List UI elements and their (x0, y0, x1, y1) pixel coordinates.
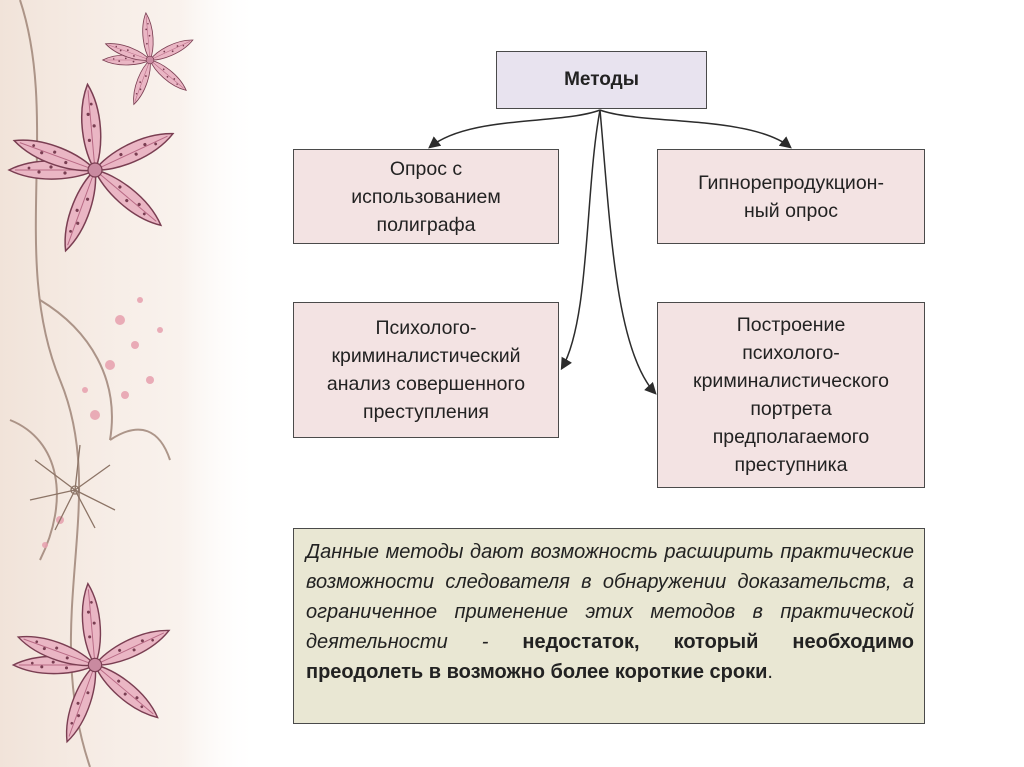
arrow-to-analysis (560, 109, 601, 371)
conclusion-note: Данные методы дают возможность расширить… (293, 528, 925, 724)
seed-flower (29, 444, 116, 531)
arrow-to-polygraph (428, 109, 601, 149)
note-bold-text-b: преодолеть в возможно более короткие сро… (306, 661, 768, 683)
psych-forensic-portrait-box: Построение психолого- криминалистическог… (657, 302, 925, 488)
note-bold-text-a: недостаток, который необходимо (522, 631, 914, 653)
arrow-to-hypno (599, 109, 792, 149)
arrow-to-portrait (599, 109, 657, 395)
note-italic-text: Данные методы дают возможность расширить… (306, 541, 914, 653)
psych-forensic-analysis-box: Психолого- криминалистический анализ сов… (293, 302, 559, 438)
floral-decoration (0, 0, 260, 767)
polygraph-survey-box: Опрос с использованием полиграфа (293, 149, 559, 244)
note-end-punct: . (767, 661, 773, 683)
hypno-reproduction-survey-box: Гипнорепродукцион- ный опрос (657, 149, 925, 244)
methods-root-box: Методы (496, 51, 707, 109)
